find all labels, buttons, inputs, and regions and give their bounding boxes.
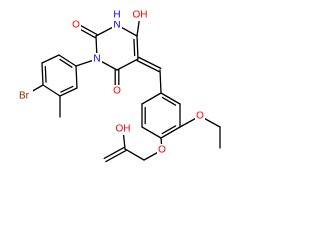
benzene-ring-double-bond bbox=[161, 96, 177, 106]
nitrogen-label-background bbox=[112, 19, 122, 31]
pyrimidine-ring-bond bbox=[116, 58, 139, 71]
aryl-ring-bond bbox=[75, 65, 78, 89]
aryl-ring-bond bbox=[58, 54, 77, 67]
acid-carbonyl-double-bond bbox=[103, 146, 125, 160]
pyrimidine-ring-bond bbox=[136, 35, 139, 60]
benzene-ring-bond bbox=[160, 126, 181, 139]
bromine-label-background bbox=[15, 90, 33, 102]
exocyclic-double-bond bbox=[136, 59, 160, 73]
aryl-ring-double-bond bbox=[59, 58, 73, 68]
oxygen-label-background bbox=[112, 85, 122, 97]
bromine-label: Br bbox=[19, 91, 30, 102]
hydroxyl-label-background bbox=[131, 9, 149, 21]
benzene-ring-bond bbox=[141, 126, 162, 139]
ether-oxygen-label-background bbox=[195, 110, 205, 122]
ether-oxygen-label: O bbox=[196, 111, 204, 122]
hydroxyl-label-background bbox=[114, 123, 132, 135]
benzylidene-bond bbox=[159, 69, 162, 94]
pyrimidine-double-bond bbox=[133, 38, 136, 57]
oxygen-label-background bbox=[71, 19, 81, 31]
acid-carbonyl-double-bond bbox=[105, 149, 127, 163]
aryl-ring-double-bond bbox=[60, 85, 74, 93]
benzene-ring-bond bbox=[160, 92, 181, 105]
oxygen-label: O bbox=[72, 20, 80, 31]
aryl-ring-bond bbox=[41, 62, 44, 86]
nitrogen-label-background bbox=[92, 53, 102, 65]
hydrogen-label-background bbox=[113, 9, 121, 21]
methylene-bond bbox=[124, 148, 145, 161]
exocyclic-double-bond bbox=[138, 56, 162, 70]
aryl-ring-bond bbox=[42, 84, 61, 97]
aryl-ring-double-bond bbox=[44, 66, 47, 83]
benzene-ring-bond bbox=[141, 92, 162, 105]
ether-oxygen-label: O bbox=[158, 145, 166, 156]
aryl-ring-bond bbox=[59, 87, 78, 97]
hydrogen-label: H bbox=[113, 10, 120, 21]
nitrogen-label: N bbox=[93, 54, 100, 65]
hydroxyl-label: OH bbox=[116, 124, 131, 135]
benzene-ring-double-bond bbox=[161, 125, 177, 135]
nitrogen-label: N bbox=[113, 20, 120, 31]
oxygen-label: O bbox=[113, 86, 121, 97]
ether-oxygen-label-background bbox=[157, 144, 167, 156]
hydroxyl-label: OH bbox=[133, 10, 148, 21]
aryl-ring-bond bbox=[41, 54, 60, 64]
